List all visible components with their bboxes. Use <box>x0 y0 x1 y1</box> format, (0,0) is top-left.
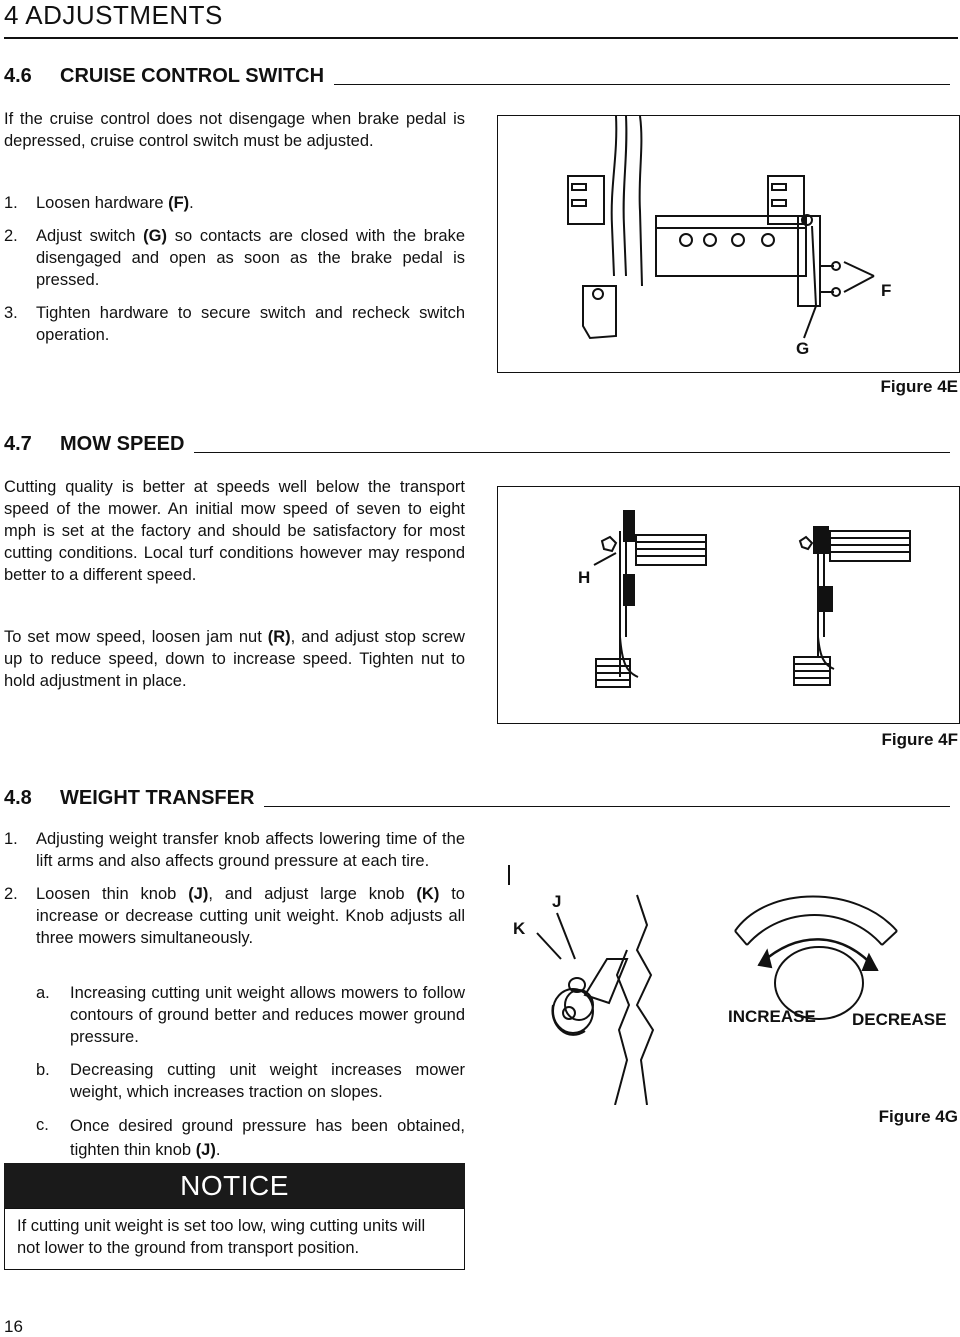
figure-4g-area: K J INCREASE DECREASE <box>497 855 958 1106</box>
section-4-7-para2: To set mow speed, loosen jam nut (R), an… <box>4 628 465 690</box>
list-item-text: Increasing cutting unit weight allows mo… <box>70 984 465 1046</box>
sub-list-item: c. Once desired ground pressure has been… <box>36 1114 465 1162</box>
section-title: MOW SPEED <box>60 433 185 455</box>
section-4-6-intro: If the cruise control does not disengage… <box>4 110 465 150</box>
heading-rule <box>264 806 950 807</box>
section-4-8-steps: 1. Adjusting weight transfer knob affect… <box>4 828 465 960</box>
list-item-text: Loosen thin knob (J), and adjust large k… <box>36 885 465 947</box>
label-increase: INCREASE <box>728 1007 816 1026</box>
section-number: 4.8 <box>4 787 32 809</box>
cruise-switch-illustration: F G <box>567 115 891 358</box>
label-g: G <box>796 339 809 358</box>
list-item-letter: a. <box>36 984 50 1002</box>
header-rule <box>4 37 958 39</box>
list-item-text: Decreasing cutting unit weight increases… <box>70 1061 465 1101</box>
pedal-illustration: H <box>578 510 911 688</box>
section-number: 4.6 <box>4 65 32 87</box>
sub-list-item: a. Increasing cutting unit weight allows… <box>36 982 465 1048</box>
section-4-6-heading: 4.6 CRUISE CONTROL SWITCH <box>4 64 950 88</box>
list-item: 1. Loosen hardware (F). <box>4 192 465 214</box>
list-item-letter: c. <box>36 1116 49 1134</box>
section-number: 4.7 <box>4 433 32 455</box>
label-decrease: DECREASE <box>852 1010 946 1029</box>
list-item-text: Once desired ground pressure has been ob… <box>70 1117 465 1159</box>
section-4-8-heading: 4.8 WEIGHT TRANSFER <box>4 786 950 810</box>
page-number: 16 <box>4 1317 23 1336</box>
figure-4g-caption: Figure 4G <box>878 1107 958 1126</box>
list-item-number: 1. <box>4 830 18 848</box>
list-item-number: 2. <box>4 885 18 903</box>
heading-rule <box>194 452 950 453</box>
figure-4e-caption: Figure 4E <box>880 377 958 396</box>
list-item-number: 2. <box>4 227 18 245</box>
list-item-letter: b. <box>36 1061 50 1079</box>
label-h: H <box>578 568 590 587</box>
heading-rule <box>334 84 950 85</box>
section-4-8-subitems: a. Increasing cutting unit weight allows… <box>36 982 465 1162</box>
section-4-6-steps: 1. Loosen hardware (F). 2. Adjust switch… <box>4 192 465 346</box>
figure-4f-frame: H <box>497 486 960 724</box>
list-item: 3. Tighten hardware to secure switch and… <box>4 302 465 346</box>
figure-4e-frame: F G <box>497 115 960 373</box>
sub-list-item: b. Decreasing cutting unit weight increa… <box>36 1059 465 1103</box>
weight-knob-illustration: K J INCREASE DECREASE <box>508 865 946 1106</box>
label-f: F <box>881 281 891 300</box>
list-item: 2. Adjust switch (G) so contacts are clo… <box>4 225 465 291</box>
list-item-text: Loosen hardware (F). <box>36 194 194 212</box>
section-title: WEIGHT TRANSFER <box>60 787 255 809</box>
list-item-text: Adjusting weight transfer knob affects l… <box>36 830 465 870</box>
list-item-number: 3. <box>4 304 18 322</box>
list-item: 1. Adjusting weight transfer knob affect… <box>4 828 465 872</box>
page-header-title: 4 ADJUSTMENTS <box>4 0 223 30</box>
list-item-text: Tighten hardware to secure switch and re… <box>36 304 465 344</box>
section-4-7-heading: 4.7 MOW SPEED <box>4 432 950 456</box>
label-j: J <box>552 892 561 911</box>
section-title: CRUISE CONTROL SWITCH <box>60 65 325 87</box>
label-k: K <box>513 919 526 938</box>
list-item-number: 1. <box>4 194 18 212</box>
list-item: 2. Loosen thin knob (J), and adjust larg… <box>4 883 465 949</box>
notice-body: If cutting unit weight is set too low, w… <box>4 1208 465 1270</box>
notice-banner: NOTICE <box>4 1163 465 1208</box>
section-4-7-para1: Cutting quality is better at speeds well… <box>4 478 465 584</box>
figure-4f-caption: Figure 4F <box>881 730 958 749</box>
list-item-text: Adjust switch (G) so contacts are closed… <box>36 227 466 289</box>
